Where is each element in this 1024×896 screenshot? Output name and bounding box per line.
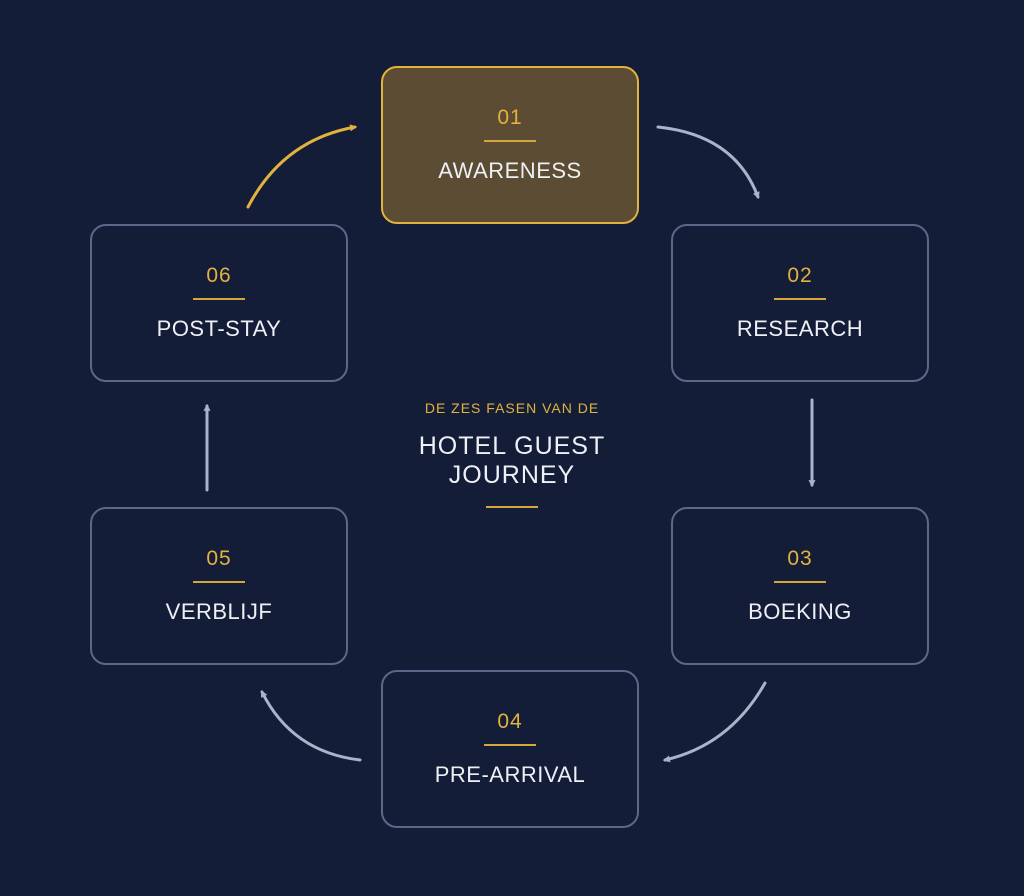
center-heading: HOTEL GUEST JOURNEY [362, 432, 662, 490]
stage-label: PRE-ARRIVAL [434, 762, 586, 787]
stage-label: RESEARCH [736, 316, 864, 341]
stage-research: 02 RESEARCH [671, 224, 929, 382]
stage-divider [484, 140, 536, 142]
stage-label: POST-STAY [156, 316, 282, 341]
arrow-post-stay-to-awareness [246, 124, 358, 209]
stage-post-stay: 06 POST-STAY [90, 224, 348, 382]
arrow-pre-arrival-to-verblijf [260, 690, 362, 762]
stage-number: 06 [206, 264, 232, 287]
stage-number: 02 [787, 264, 813, 287]
stage-divider [774, 298, 826, 300]
center-heading-line2: JOURNEY [448, 461, 576, 489]
stage-number: 04 [497, 710, 523, 733]
stage-label: BOEKING [748, 599, 852, 624]
stage-awareness: 01 AWARENESS [381, 66, 639, 224]
center-divider [486, 506, 538, 508]
stage-verblijf: 05 VERBLIJF [90, 507, 348, 665]
center-title-block: DE ZES FASEN VAN DE HOTEL GUEST JOURNEY [362, 400, 662, 508]
center-subtitle: DE ZES FASEN VAN DE [424, 400, 600, 416]
stage-divider [193, 581, 245, 583]
stage-label: VERBLIJF [165, 599, 273, 624]
stage-divider [484, 744, 536, 746]
stage-number: 05 [206, 547, 232, 570]
stage-boeking: 03 BOEKING [671, 507, 929, 665]
stage-number: 01 [497, 106, 523, 129]
arrow-boeking-to-pre-arrival [662, 681, 767, 763]
stage-divider [193, 298, 245, 300]
stage-divider [774, 581, 826, 583]
stage-pre-arrival: 04 PRE-ARRIVAL [381, 670, 639, 828]
stage-label: AWARENESS [438, 158, 582, 183]
stage-number: 03 [787, 547, 813, 570]
center-heading-line1: HOTEL GUEST [418, 432, 606, 460]
arrow-awareness-to-research [656, 125, 760, 199]
